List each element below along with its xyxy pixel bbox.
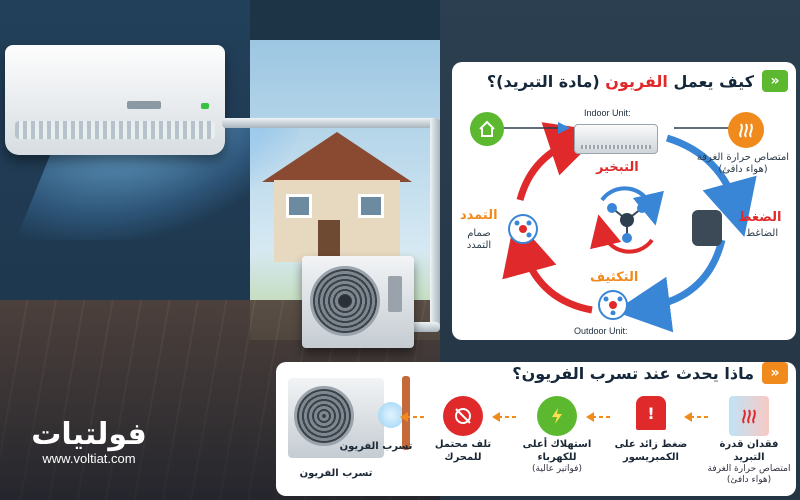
chain-item-compressor-pressure: ! ضغط زائد على الكمبريسور	[608, 396, 694, 464]
evaporation-label: التبخير	[596, 160, 639, 175]
molecule-icon	[598, 290, 628, 320]
room-heat-text: امتصاص حرارة الغرفة (هواء دافئ)	[696, 152, 790, 175]
fan-icon	[310, 266, 380, 336]
chain-item-cooling-loss: فقدان قدرة التبريد امتصاص حرارة الغرفة (…	[706, 396, 792, 486]
leak-caption: تسرب الفريون	[299, 468, 373, 479]
center-molecule-icon	[607, 203, 647, 243]
condensation-label: التكثيف	[590, 270, 639, 285]
refrigerant-pipe	[222, 118, 440, 128]
indoor-unit-label: Indoor Unit:	[584, 108, 631, 118]
heat-waves-icon	[728, 112, 764, 148]
compressor-icon	[692, 210, 722, 246]
cycle-arrow-red-bottom	[502, 217, 593, 314]
chain-item-freon-leak: تسرب الفريون	[339, 441, 413, 452]
power-led-icon	[201, 103, 209, 109]
expansion-valve-icon	[508, 214, 538, 244]
leaking-outdoor-unit	[288, 378, 384, 458]
outdoor-ac-unit	[302, 256, 414, 348]
leak-spray-icon	[378, 402, 404, 428]
house-icon	[470, 112, 504, 146]
brand-url: www.voltiat.com	[42, 451, 136, 466]
double-chevron-icon: «	[762, 70, 788, 92]
power-plug-icon	[537, 396, 577, 436]
title-highlight: الفريون	[605, 71, 668, 91]
freon-leak-title: « ماذا يحدث عند تسرب الفريون؟	[512, 362, 788, 384]
double-chevron-icon: «	[762, 362, 788, 384]
compression-label: الضغط	[738, 210, 782, 225]
engine-damage-icon	[443, 396, 483, 436]
how-freon-works-title: « كيف يعمل الفريون (مادة التبريد)؟	[487, 70, 788, 92]
brand-logo: فولتيات www.voltiat.com	[14, 418, 164, 466]
fan-icon	[294, 386, 354, 446]
compressor-label: الضاغط	[745, 228, 779, 239]
title-suffix: (مادة التبريد)؟	[486, 71, 600, 91]
cooling-loss-icon	[729, 396, 769, 436]
title-prefix: كيف يعمل	[673, 71, 754, 91]
cycle-arrow-red-top	[516, 122, 604, 201]
brand-name: فولتيات	[31, 417, 147, 452]
cycle-arrow-blue-bottom	[614, 239, 726, 333]
chain-item-power-consumption: استهلاك أعلى للكهرباء (فواتير عالية)	[514, 396, 600, 475]
expansion-valve-label: صمام التمدد	[466, 228, 492, 251]
refrigerant-pipe-vertical	[430, 118, 440, 330]
expansion-label: التمدد	[460, 208, 498, 223]
outdoor-unit-label: Outdoor Unit:	[574, 326, 628, 336]
cycle-arrow-blue-top	[665, 134, 757, 238]
alarm-icon: !	[636, 396, 666, 430]
indoor-ac-unit	[5, 45, 225, 155]
indoor-unit-icon	[574, 124, 658, 154]
chain-item-engine-damage: تلف محتمل للمحرك	[420, 396, 506, 464]
